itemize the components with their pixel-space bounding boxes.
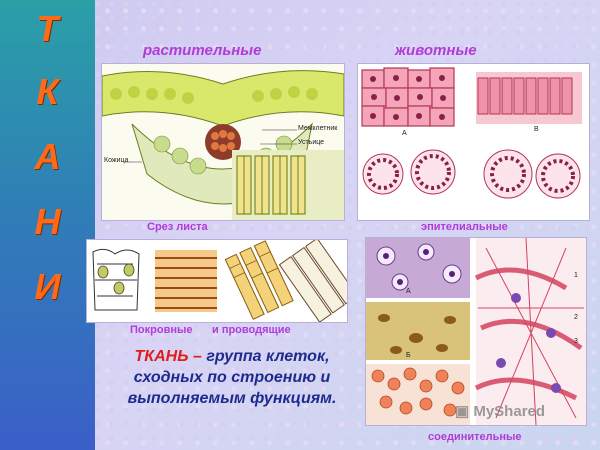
connective-label-3: 3 [574, 338, 578, 345]
leaf-label-stoma: Устьице [298, 139, 325, 146]
animals-heading: животные [395, 42, 477, 59]
definition-dash: – [188, 348, 207, 365]
sidebar-letter: Т [36, 8, 59, 49]
caption-epithelial: эпителиальные [421, 221, 508, 233]
sidebar-letter: Н [34, 201, 61, 242]
sidebar-letter: И [34, 266, 61, 307]
connective-label-a: А [406, 288, 411, 295]
caption-leaf-section: Срез листа [147, 221, 208, 233]
connective-label-b: Б [406, 352, 411, 359]
leaf-label-intercellular: Межклетник [298, 125, 338, 132]
leaf-section-image: Межклетник Устьице Кожица [101, 63, 345, 221]
caption-connective: соединительные [428, 431, 522, 443]
connective-label-1: 1 [574, 272, 578, 279]
plants-heading: растительные [143, 42, 262, 59]
sidebar-letter: К [36, 71, 59, 112]
plant-tissues-image [86, 239, 348, 323]
connective-tissue-image: А Б 1 2 3 [365, 237, 587, 426]
left-sidebar: Т К А Н И [0, 0, 95, 450]
caption-cover: Покровные [130, 324, 193, 336]
epithelial-label-a: А [402, 130, 407, 137]
sidebar-letter: А [34, 136, 61, 177]
leaf-label-skin: Кожица [104, 157, 129, 164]
definition-text: ТКАНЬ – группа клеток, сходных по строен… [101, 346, 363, 409]
watermark-icon: ▣ [455, 403, 474, 420]
definition-body: группа клеток, сходных по строению и вып… [127, 348, 337, 407]
epithelial-label-b: В [534, 126, 539, 133]
caption-conductive: и проводящие [212, 324, 291, 336]
watermark-text: MyShared [473, 403, 546, 420]
connective-label-2: 2 [574, 314, 578, 321]
epithelial-image: А В [357, 63, 590, 221]
watermark-logo: ▣ MyShared [455, 402, 545, 420]
definition-term: ТКАНЬ [134, 348, 189, 365]
